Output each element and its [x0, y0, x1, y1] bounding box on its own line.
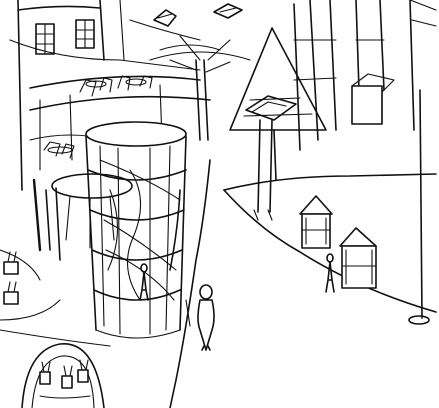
right-buildings	[294, 0, 436, 150]
central-path	[170, 160, 210, 408]
pine-tree	[230, 28, 326, 180]
center-tree	[150, 36, 250, 140]
kiosk-large	[340, 228, 376, 288]
ground-lines	[0, 300, 190, 346]
glass-tower	[86, 122, 186, 338]
canopy-tree	[246, 96, 296, 220]
figure-walking	[198, 285, 214, 350]
figure-in-tower	[140, 264, 148, 300]
left-planters	[0, 250, 60, 320]
building-windows	[36, 20, 94, 54]
left-poles	[34, 180, 60, 260]
upper-terrace	[30, 76, 210, 170]
left-building	[10, 0, 200, 190]
figure-right	[326, 254, 334, 292]
bottom-arch	[22, 344, 104, 408]
arch-planters	[40, 360, 88, 388]
kiosk-small	[300, 196, 332, 248]
right-plaza	[224, 90, 436, 324]
terrace-chairs	[80, 76, 152, 96]
bird-shapes	[154, 4, 242, 26]
